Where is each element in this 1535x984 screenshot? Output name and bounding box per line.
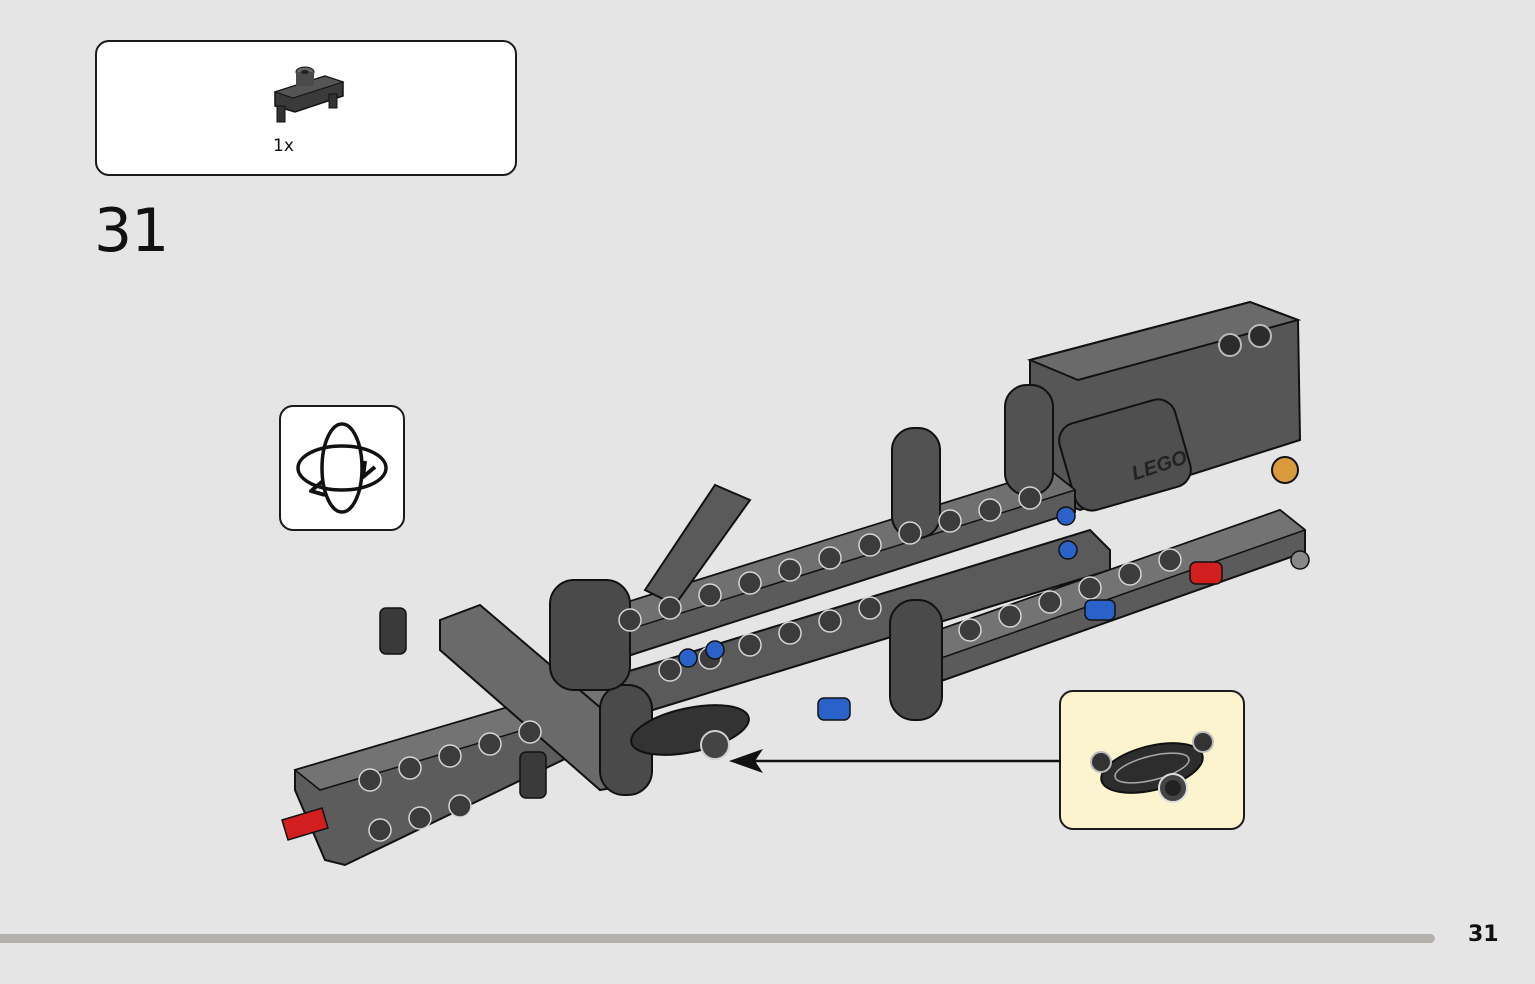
technic-link-part-icon [273, 66, 345, 123]
beam-holes [358, 486, 1182, 842]
part-quantity: 1x [273, 136, 294, 156]
step-number: 31 [94, 196, 169, 266]
new-link-part [630, 704, 750, 760]
axle-connectors [379, 550, 1310, 799]
vertical-beams [549, 384, 1054, 796]
gearbox-housing: LEGO [1026, 300, 1302, 512]
rotate-model-icon [296, 422, 388, 514]
link-part-detail-icon [1090, 731, 1214, 803]
part-detail-callout [1059, 690, 1245, 830]
red-pins [281, 561, 1223, 841]
parts-list-callout: 1x [95, 40, 517, 176]
page-number: 31 [1468, 922, 1499, 947]
model-assembly-illustration: LEGO [281, 300, 1310, 867]
callout-pointer-arrow [729, 749, 1061, 773]
blue-pins [678, 506, 1116, 721]
rotate-model-callout [279, 405, 405, 531]
page-progress-bar [0, 934, 1435, 943]
page-progress-fill [0, 934, 1435, 943]
